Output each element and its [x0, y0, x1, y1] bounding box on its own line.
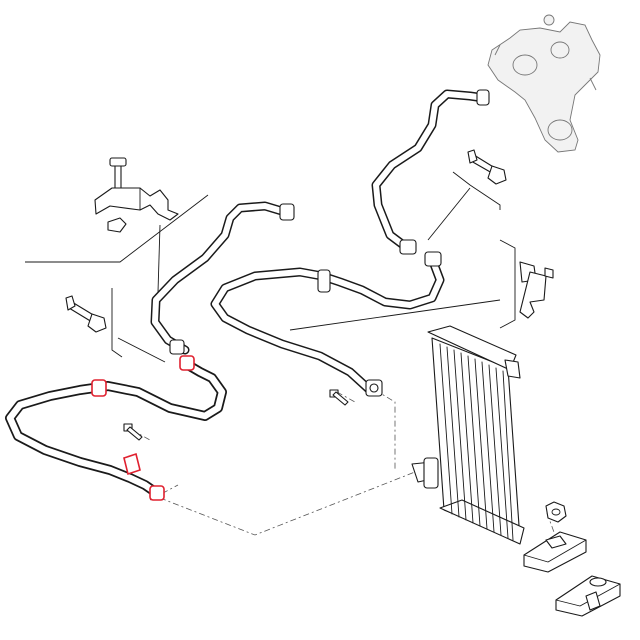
- bolt: [123, 423, 143, 441]
- long-oil-pipe: [210, 251, 445, 397]
- bolt: [467, 149, 507, 185]
- oil-cooler-radiator: [411, 325, 525, 545]
- mounting-bracket-right: [519, 261, 554, 319]
- mounting-bracket-top-left: [94, 157, 179, 233]
- upper-hose-right: [371, 89, 490, 255]
- bolt: [65, 295, 107, 333]
- rubber-mount: [523, 531, 587, 573]
- oil-cooler-hose-highlighted[interactable]: [5, 355, 227, 501]
- bolt: [329, 389, 349, 406]
- radiator-fins: [439, 343, 514, 541]
- rubber-mount: [555, 575, 621, 617]
- leader-lines: [25, 171, 516, 363]
- engine-oil-pump-housing: [487, 14, 601, 153]
- nut: [545, 501, 567, 523]
- upper-hose-left: [150, 201, 295, 355]
